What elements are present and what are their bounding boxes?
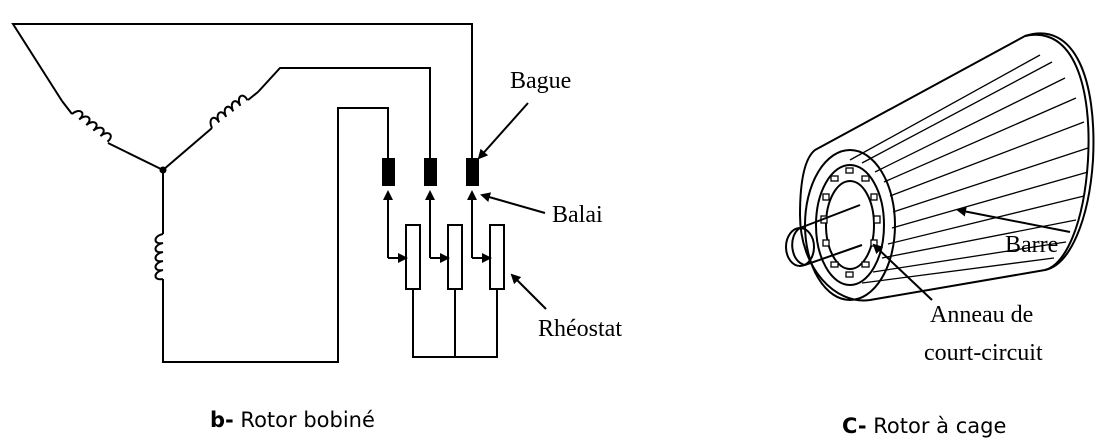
caption-right: C- Rotor à cage	[842, 414, 1006, 438]
rheostat-pointer	[510, 273, 547, 310]
short-circuit-ring-inner	[825, 180, 875, 270]
wire-phase-1	[11, 23, 473, 158]
rheostat-3	[489, 224, 505, 290]
brush-pointer	[480, 192, 546, 214]
ring-1	[382, 158, 395, 186]
rheostat-1	[405, 224, 421, 290]
label-anneau-line2: court-circuit	[924, 340, 1043, 366]
rotor-front-face	[804, 149, 896, 301]
rotor-back-edge	[1024, 33, 1090, 271]
wire-phase-2	[257, 67, 431, 158]
ring-pointer-cage	[872, 243, 933, 301]
bar-ends	[820, 167, 881, 278]
rotor-cylinder	[798, 32, 1095, 302]
short-circuit-ring	[815, 164, 885, 286]
label-balai: Balai	[552, 202, 603, 228]
ring-pointer	[477, 102, 529, 160]
shaft-end	[785, 227, 815, 267]
coil-right	[162, 91, 259, 171]
coil-left	[61, 100, 164, 171]
caption-left: b- Rotor bobiné	[210, 408, 375, 432]
cage-rotor-drawing: Barre Anneau de court-circuit C- Rotor à…	[785, 32, 1095, 438]
wound-rotor-diagram: Bague Balai Rhéostat b- Rotor bobiné	[11, 23, 622, 432]
ring-3	[466, 158, 479, 186]
coil-bottom	[154, 107, 389, 363]
label-rheostat: Rhéostat	[538, 316, 622, 342]
ring-2	[424, 158, 437, 186]
label-anneau-line1: Anneau de	[930, 302, 1033, 328]
rotor-bars	[849, 54, 1089, 284]
label-barre: Barre	[1005, 232, 1058, 258]
rheostat-2	[447, 224, 463, 290]
label-bague: Bague	[510, 68, 571, 94]
bar-pointer	[956, 206, 1071, 233]
